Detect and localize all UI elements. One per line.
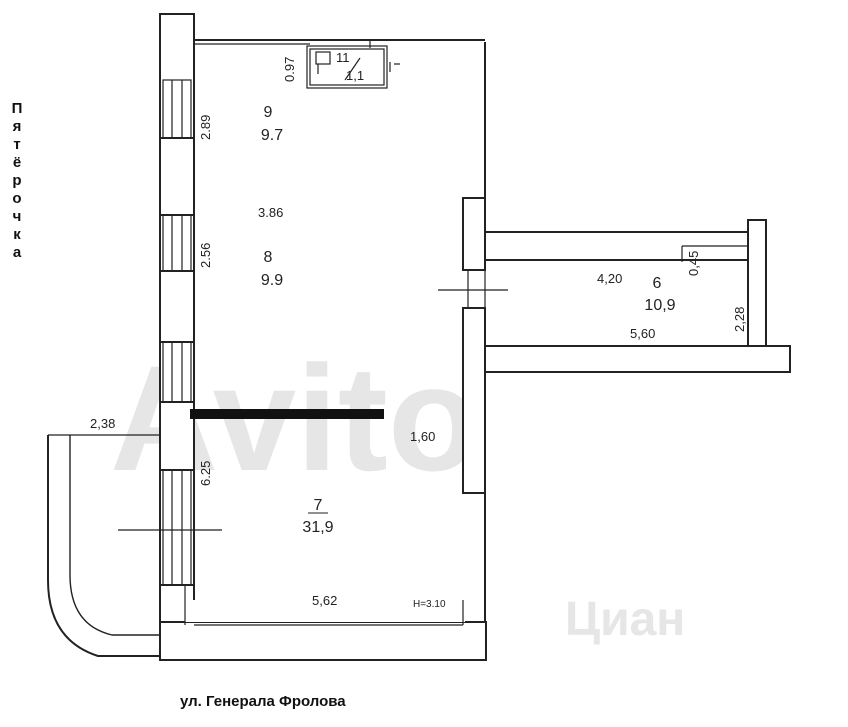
store-name-letter: ч [12, 208, 22, 225]
room-7-number: 7 [314, 497, 323, 514]
dim-3-86: 3.86 [258, 205, 283, 220]
room-9-number: 9 [264, 104, 273, 121]
room-11-area: 1,1 [346, 68, 364, 83]
dim-2-56: 2.56 [198, 243, 213, 268]
dim-2-38: 2,38 [90, 416, 115, 431]
dimension-labels: 0.97 2.89 3.86 2.56 2,38 6.25 1,60 5,62 … [90, 57, 747, 610]
dim-4-20: 4,20 [597, 271, 622, 286]
dim-1-60: 1,60 [410, 429, 435, 444]
dim-2-89: 2.89 [198, 115, 213, 140]
room-9-area: 9.7 [261, 127, 283, 144]
store-name-letter: а [12, 244, 22, 261]
store-name-letter: р [12, 172, 22, 189]
store-name-letter: к [13, 226, 21, 243]
room-6-number: 6 [653, 275, 662, 292]
dim-6-25: 6.25 [198, 461, 213, 486]
bottom-wall [159, 585, 487, 661]
dim-0-97: 0.97 [282, 57, 297, 82]
street-label: ул. Генерала Фролова [180, 693, 346, 710]
left-balcony [47, 434, 222, 657]
dim-2-28: 2,28 [732, 307, 747, 332]
partition-marker [190, 409, 384, 419]
dim-0-45: 0,45 [686, 251, 701, 276]
ceiling-height: H=3.10 [413, 599, 446, 610]
room-11-bathroom [306, 40, 400, 89]
cian-watermark: Циан [565, 593, 685, 646]
store-name-letter: о [12, 190, 22, 207]
room-6-annex [484, 219, 791, 373]
store-name-letter: ё [12, 154, 22, 171]
room-8-area: 9.9 [261, 272, 283, 289]
store-name-letter: т [13, 136, 21, 153]
room-6-area: 10,9 [644, 297, 675, 314]
left-wall [159, 13, 195, 655]
store-name-letter: П [11, 100, 23, 117]
top-wall [194, 39, 485, 45]
room-11-number: 11 [336, 50, 350, 65]
room-7-area: 31,9 [302, 519, 333, 536]
dim-5-62: 5,62 [312, 593, 337, 608]
dim-5-60: 5,60 [630, 326, 655, 341]
store-name-letter: я [12, 118, 22, 135]
room-8-number: 8 [264, 249, 273, 266]
right-wall [438, 42, 508, 660]
room-labels: 9 9.7 8 9.9 7 31,9 6 10,9 11 1,1 [261, 50, 676, 536]
